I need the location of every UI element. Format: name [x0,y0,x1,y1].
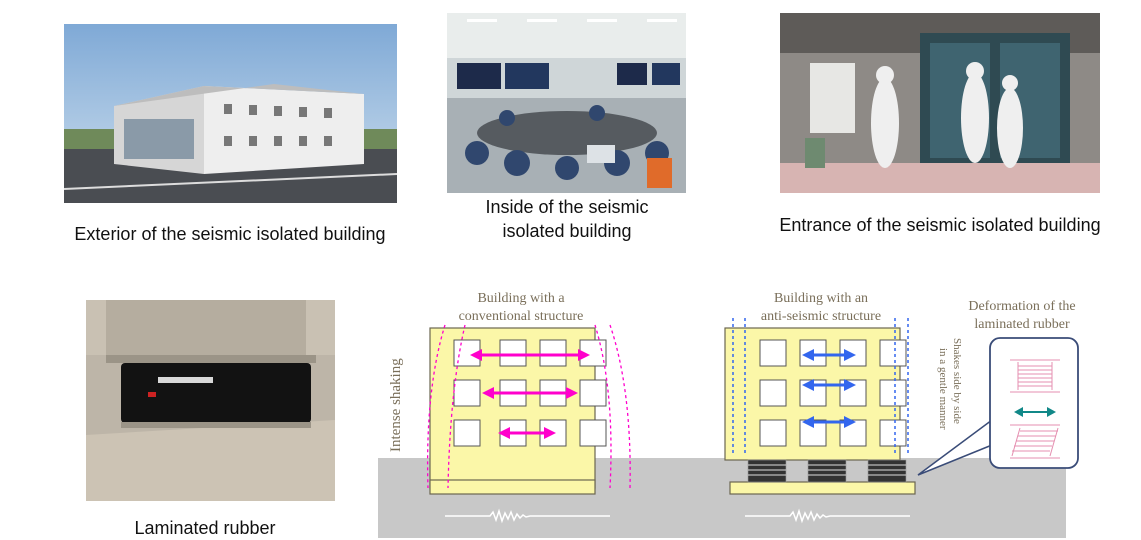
inside-caption-line1: Inside of the seismic [485,197,649,217]
laminated-rubber-photo [86,300,335,501]
inside-caption-line2: isolated building [502,221,632,241]
sway-curve-right [594,324,612,489]
gentle-shake-label-line2: in a gentle manner [937,348,949,430]
inside-caption: Inside of the seismic isolated building [437,195,697,243]
anti-seismic-label-line1: Building with an [774,291,868,306]
anti-seismic-label-line2: anti-seismic structure [761,309,881,324]
entrance-photo [780,13,1100,193]
deformation-callout [917,337,1079,476]
seismic-diagram: Intense shaking Building with a conventi… [378,291,1079,538]
seismic-wave-left [445,508,610,524]
seismic-wave-right [745,508,910,524]
intense-shaking-label: Intense shaking [388,358,404,452]
gentle-shake-label-line1: Shakes side by side [951,338,963,424]
blue-arrows [802,349,856,428]
sway-curve-left [426,324,446,489]
blue-sway-lines [732,318,909,455]
exterior-photo [64,24,397,203]
sway-curve-left-2 [447,324,466,489]
deformation-label-line1: Deformation of the [968,299,1075,314]
deformation-label-line2: laminated rubber [974,317,1070,332]
conventional-label-line2: conventional structure [459,309,584,324]
rubber-caption: Laminated rubber [134,518,276,538]
conventional-label-line1: Building with a [477,291,565,306]
rubber-bearings [747,459,907,483]
magenta-arrows [470,349,590,439]
inside-photo [447,13,686,193]
entrance-caption: Entrance of the seismic isolated buildin… [779,215,1101,235]
anti-seismic-building [724,327,916,495]
exterior-caption: Exterior of the seismic isolated buildin… [74,224,386,244]
